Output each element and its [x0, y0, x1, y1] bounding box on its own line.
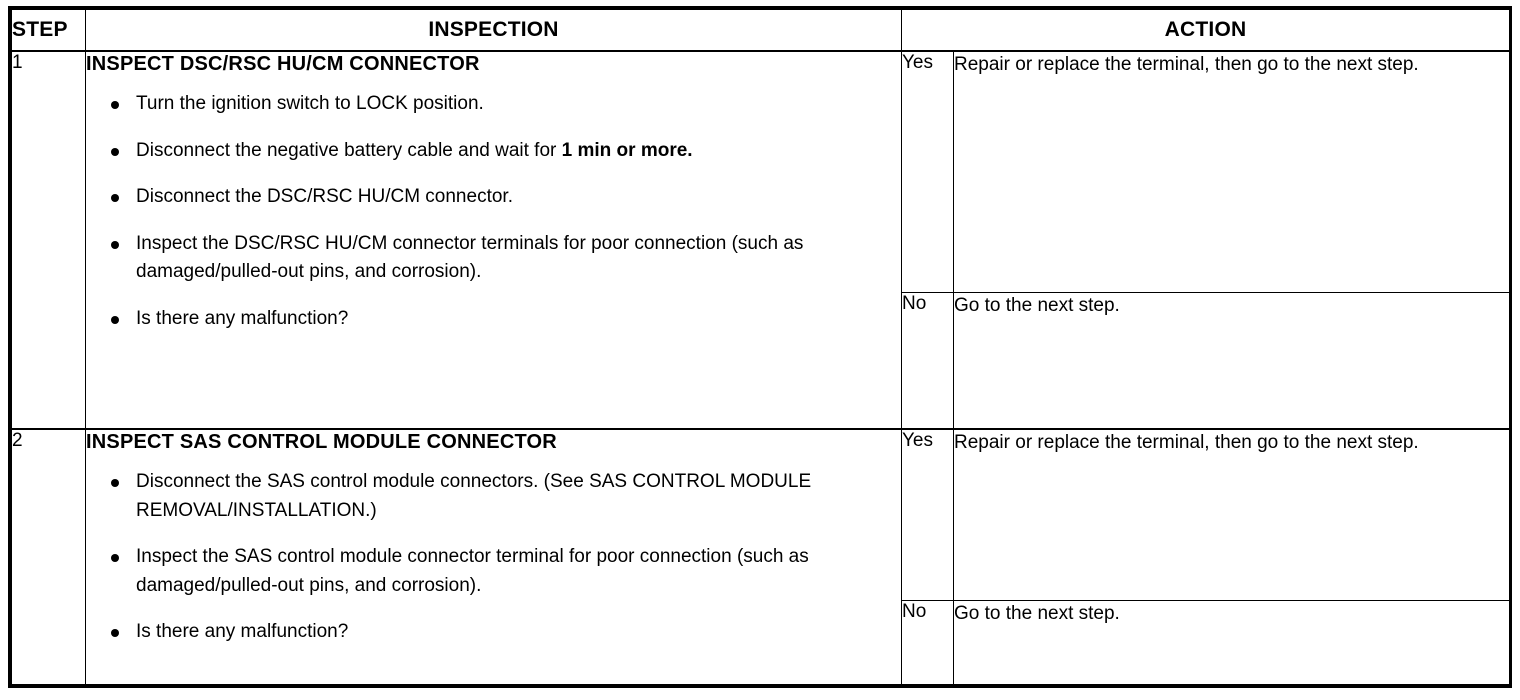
bullet-dot-icon — [111, 101, 119, 109]
column-header-inspection: INSPECTION — [85, 9, 902, 52]
bullet-text: Is there any malfunction? — [136, 308, 348, 329]
table-header: STEP INSPECTION ACTION — [11, 9, 1511, 52]
inspection-cell: INSPECT DSC/RSC HU/CM CONNECTOR Turn the… — [85, 50, 902, 430]
inspection-title: INSPECT DSC/RSC HU/CM CONNECTOR — [86, 53, 480, 75]
diagnostic-table-frame: STEP INSPECTION ACTION 1 INSPECT DSC/RSC… — [8, 6, 1512, 688]
action-text-yes: Repair or replace the terminal, then go … — [952, 428, 1511, 601]
bullet-text-part: Turn the ignition switch to LOCK positio… — [136, 93, 484, 114]
bullet-dot-icon — [111, 147, 119, 156]
step-number: 1 — [11, 50, 86, 430]
bullet-dot-icon — [111, 629, 119, 637]
bullet-text: Is there any malfunction? — [136, 621, 348, 642]
bullet-text-part-bold: 1 min or more — [561, 139, 688, 161]
inspection-bullet-list: Disconnect the SAS control module connec… — [86, 468, 901, 647]
inspection-title: INSPECT SAS CONTROL MODULE CONNECTOR — [86, 431, 557, 453]
bullet-text: Inspect the DSC/RSC HU/CM connector term… — [136, 233, 803, 283]
bullet-text-part: Is there any malfunction? — [136, 307, 349, 329]
list-item: Disconnect the DSC/RSC HU/CM connector. — [86, 183, 901, 212]
bullet-text-part: Inspect the SAS control module connector… — [136, 546, 809, 596]
bullet-text: Disconnect the negative battery cable an… — [136, 140, 693, 161]
table-row: 2 INSPECT SAS CONTROL MODULE CONNECTOR D… — [11, 428, 1511, 685]
action-text-no: Go to the next step. — [952, 292, 1511, 430]
list-item: Disconnect the negative battery cable an… — [86, 137, 901, 166]
bullet-dot-icon — [111, 554, 119, 562]
bullet-dot-icon — [111, 240, 119, 249]
list-item: Inspect the DSC/RSC HU/CM connector term… — [86, 230, 901, 287]
table-row: No Go to the next step. — [12, 292, 1511, 430]
bullet-dot-icon — [111, 194, 119, 202]
bullet-text-part: Disconnect the DSC/RSC HU/CM connector. — [136, 186, 513, 207]
bullet-dot-icon — [111, 479, 119, 487]
column-header-action: ACTION — [900, 9, 1511, 52]
list-item: Is there any malfunction? — [86, 618, 901, 647]
table-row: 1 INSPECT DSC/RSC HU/CM CONNECTOR Turn t… — [11, 50, 1511, 430]
list-item: Turn the ignition switch to LOCK positio… — [86, 90, 901, 119]
bullet-text-part: Is there any malfunction? — [136, 621, 349, 642]
action-text-no: Go to the next step. — [952, 600, 1511, 685]
inspection-cell: INSPECT SAS CONTROL MODULE CONNECTOR Dis… — [85, 428, 902, 685]
answer-label-no: No — [901, 600, 954, 685]
step-number: 2 — [11, 428, 86, 685]
bullet-text-part: Disconnect the SAS control module connec… — [136, 471, 812, 521]
action-text-yes: Repair or replace the terminal, then go … — [952, 50, 1511, 293]
bullet-text-part: Inspect the DSC/RSC HU/CM connector term… — [136, 232, 804, 283]
answer-label-no: No — [901, 292, 954, 430]
diagnostic-inspection-table: STEP INSPECTION ACTION 1 INSPECT DSC/RSC… — [11, 9, 1511, 685]
answer-label-yes: Yes — [901, 50, 954, 293]
answer-label-yes: Yes — [901, 428, 954, 601]
list-item: Inspect the SAS control module connector… — [86, 543, 901, 600]
table-row: No Go to the next step. — [12, 600, 1511, 685]
inspection-bullet-list: Turn the ignition switch to LOCK positio… — [86, 90, 901, 333]
list-item: Disconnect the SAS control module connec… — [86, 468, 901, 525]
bullet-text-part: Disconnect the negative battery cable an… — [136, 139, 562, 161]
bullet-text: Disconnect the SAS control module connec… — [136, 471, 811, 521]
bullet-text: Turn the ignition switch to LOCK positio… — [136, 93, 484, 114]
table-body: 1 INSPECT DSC/RSC HU/CM CONNECTOR Turn t… — [11, 50, 1511, 685]
header-row: STEP INSPECTION ACTION — [11, 9, 1511, 52]
bullet-text-part: . — [687, 139, 693, 161]
bullet-text: Inspect the SAS control module connector… — [136, 546, 809, 596]
column-header-step: STEP — [11, 9, 86, 52]
bullet-text: Disconnect the DSC/RSC HU/CM connector. — [136, 186, 513, 207]
list-item: Is there any malfunction? — [86, 305, 901, 334]
bullet-dot-icon — [111, 315, 119, 324]
